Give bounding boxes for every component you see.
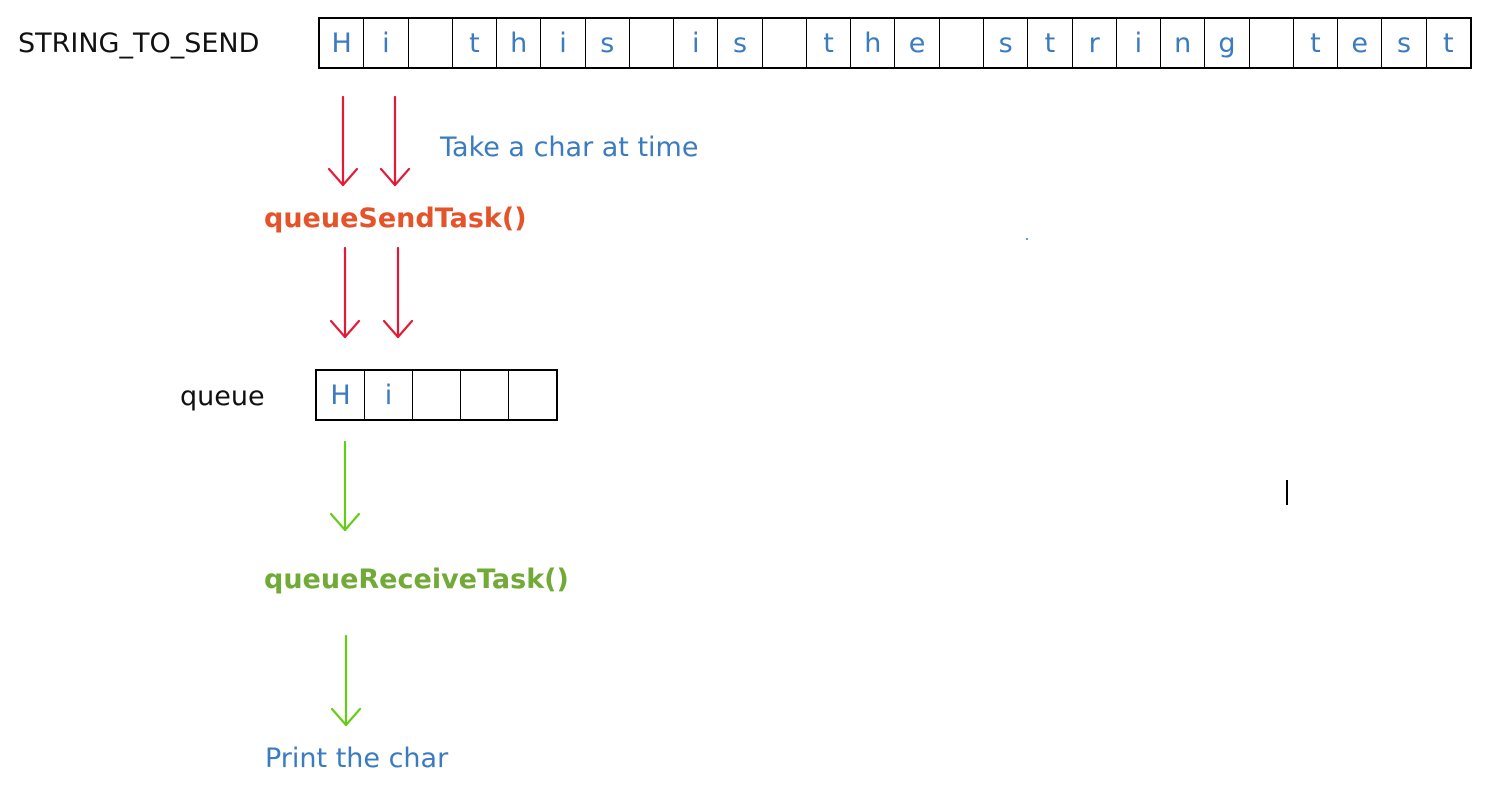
string-char-cell: [628, 19, 673, 67]
queue-slot-cell: i: [364, 371, 412, 419]
string-char-cell: t: [1027, 19, 1071, 67]
string-char-cell: i: [673, 19, 717, 67]
red-arrows-group: [327, 95, 414, 339]
string-char-cell: H: [331, 27, 352, 59]
queue-slot-cell: [412, 371, 460, 419]
arrow-down-5-head-icon: [329, 512, 361, 532]
queue-slot-cell: [508, 371, 556, 419]
string-char-cell: h: [850, 19, 894, 67]
string-char-cell: h: [496, 19, 540, 67]
string-char-cell: [938, 19, 983, 67]
queue-slot-cell: [460, 371, 508, 419]
string-char-cell: t: [451, 19, 496, 67]
string-char-cell: i: [363, 19, 407, 67]
arrow-down-6-head-icon: [330, 707, 362, 727]
string-char-cell: s: [584, 19, 629, 67]
string-char-cell: i: [1115, 19, 1160, 67]
arrow-down-4-head-icon: [382, 319, 414, 339]
string-char-cell: e: [1337, 19, 1381, 67]
stray-dot-mark: [1026, 238, 1028, 240]
arrow-down-2-head-icon: [379, 167, 411, 187]
queue-label: queue: [180, 381, 265, 412]
arrow-down-1-head-icon: [327, 167, 359, 187]
string-char-cell: n: [1160, 19, 1204, 67]
string-char-cell: r: [1071, 19, 1116, 67]
string-char-cell: [761, 19, 806, 67]
take-char-note: Take a char at time: [440, 132, 699, 163]
queue-send-task-label: queueSendTask(): [264, 203, 527, 234]
string-char-cell: e: [894, 19, 938, 67]
print-char-note: Print the char: [265, 743, 449, 774]
string-char-cell: [1248, 19, 1293, 67]
string-char-cell: t: [1292, 19, 1337, 67]
stray-caret-mark: [1286, 480, 1288, 505]
string-char-cell: i: [540, 19, 584, 67]
string-char-cell: g: [1204, 19, 1248, 67]
string-char-cell: [407, 19, 452, 67]
arrow-down-3-head-icon: [329, 319, 361, 339]
string-char-cell: s: [982, 19, 1027, 67]
string-char-cell: s: [1381, 19, 1425, 67]
queue-slot-cell: H: [330, 379, 351, 411]
string-char-cell: t: [805, 19, 850, 67]
green-arrows-group: [329, 440, 362, 727]
string-char-cell: s: [717, 19, 761, 67]
string-to-send-label: STRING_TO_SEND: [18, 28, 260, 59]
string-char-cell: t: [1425, 19, 1470, 67]
queue-receive-task-label: queueReceiveTask(): [264, 564, 569, 595]
